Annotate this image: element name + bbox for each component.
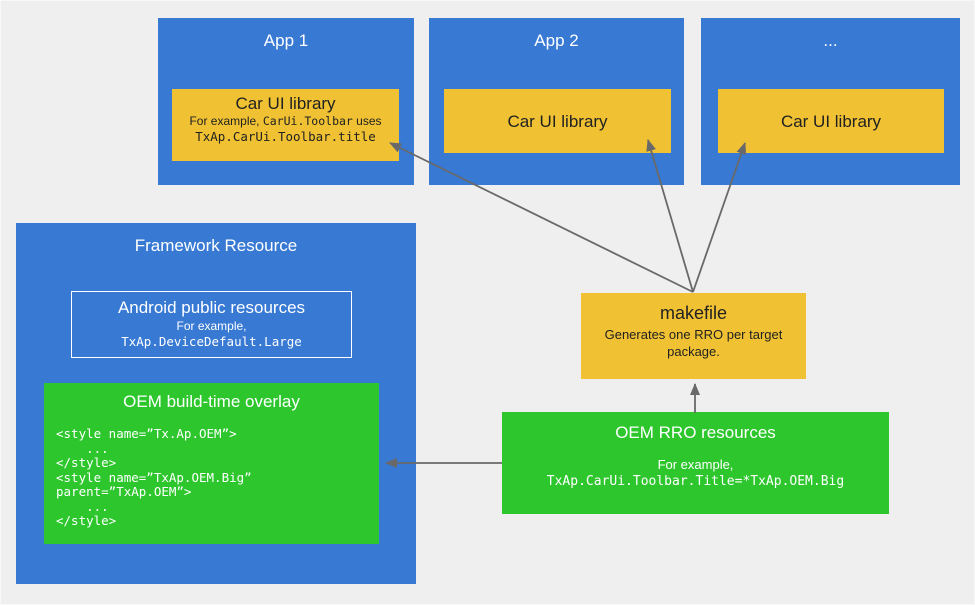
oem-overlay-code: <style name=”Tx.Ap.OEM”> ... </style> <s…: [56, 426, 252, 528]
app1-car-ui-library-title: Car UI library: [235, 94, 336, 113]
app1-example-inline-code: CarUi.Toolbar: [262, 114, 353, 128]
oem-rro-resources-title: OEM RRO resources: [615, 423, 776, 442]
app1-example-line: For example, CarUi.Toolbar uses: [172, 114, 399, 129]
makefile-box: makefile Generates one RRO per target pa…: [581, 293, 806, 379]
app2-box: App 2 Car UI library: [429, 18, 684, 185]
android-public-resources-example-code: TxAp.DeviceDefault.Large: [121, 334, 302, 349]
app2-car-ui-library-title: Car UI library: [507, 111, 608, 131]
app1-example-suffix: uses: [352, 114, 382, 128]
app-more-box: ... Car UI library: [701, 18, 960, 185]
android-public-resources-example-label: For example,: [176, 319, 247, 333]
makefile-description: Generates one RRO per target package.: [604, 327, 783, 359]
app-more-car-ui-library-title: Car UI library: [780, 111, 882, 131]
app-more-title: ...: [823, 31, 838, 50]
app1-example-prefix: For example,: [189, 114, 263, 128]
app2-title: App 2: [534, 31, 579, 50]
oem-build-time-overlay-box: OEM build-time overlay <style name=”Tx.A…: [44, 383, 379, 544]
app1-title: App 1: [263, 31, 309, 50]
makefile-title: makefile: [659, 303, 728, 323]
framework-resource-title: Framework Resource: [134, 236, 298, 255]
oem-build-time-overlay-title: OEM build-time overlay: [123, 392, 300, 411]
framework-resource-box: Framework Resource Android public resour…: [16, 223, 416, 584]
oem-rro-example-label: For example,: [657, 457, 734, 472]
oem-rro-example-code: TxAp.CarUi.Toolbar.Title=*TxAp.OEM.Big: [546, 474, 845, 489]
oem-rro-resources-box: OEM RRO resources For example, TxAp.CarU…: [502, 412, 889, 514]
app-more-car-ui-library-box: Car UI library: [718, 89, 944, 153]
android-public-resources-box: Android public resources For example, Tx…: [71, 291, 352, 358]
app1-car-ui-library-box: Car UI library For example, CarUi.Toolba…: [172, 89, 399, 161]
app1-example-code: TxAp.CarUi.Toolbar.title: [195, 129, 376, 144]
app1-box: App 1 Car UI library For example, CarUi.…: [158, 18, 414, 185]
android-public-resources-title: Android public resources: [117, 298, 306, 317]
app2-car-ui-library-box: Car UI library: [444, 89, 671, 153]
